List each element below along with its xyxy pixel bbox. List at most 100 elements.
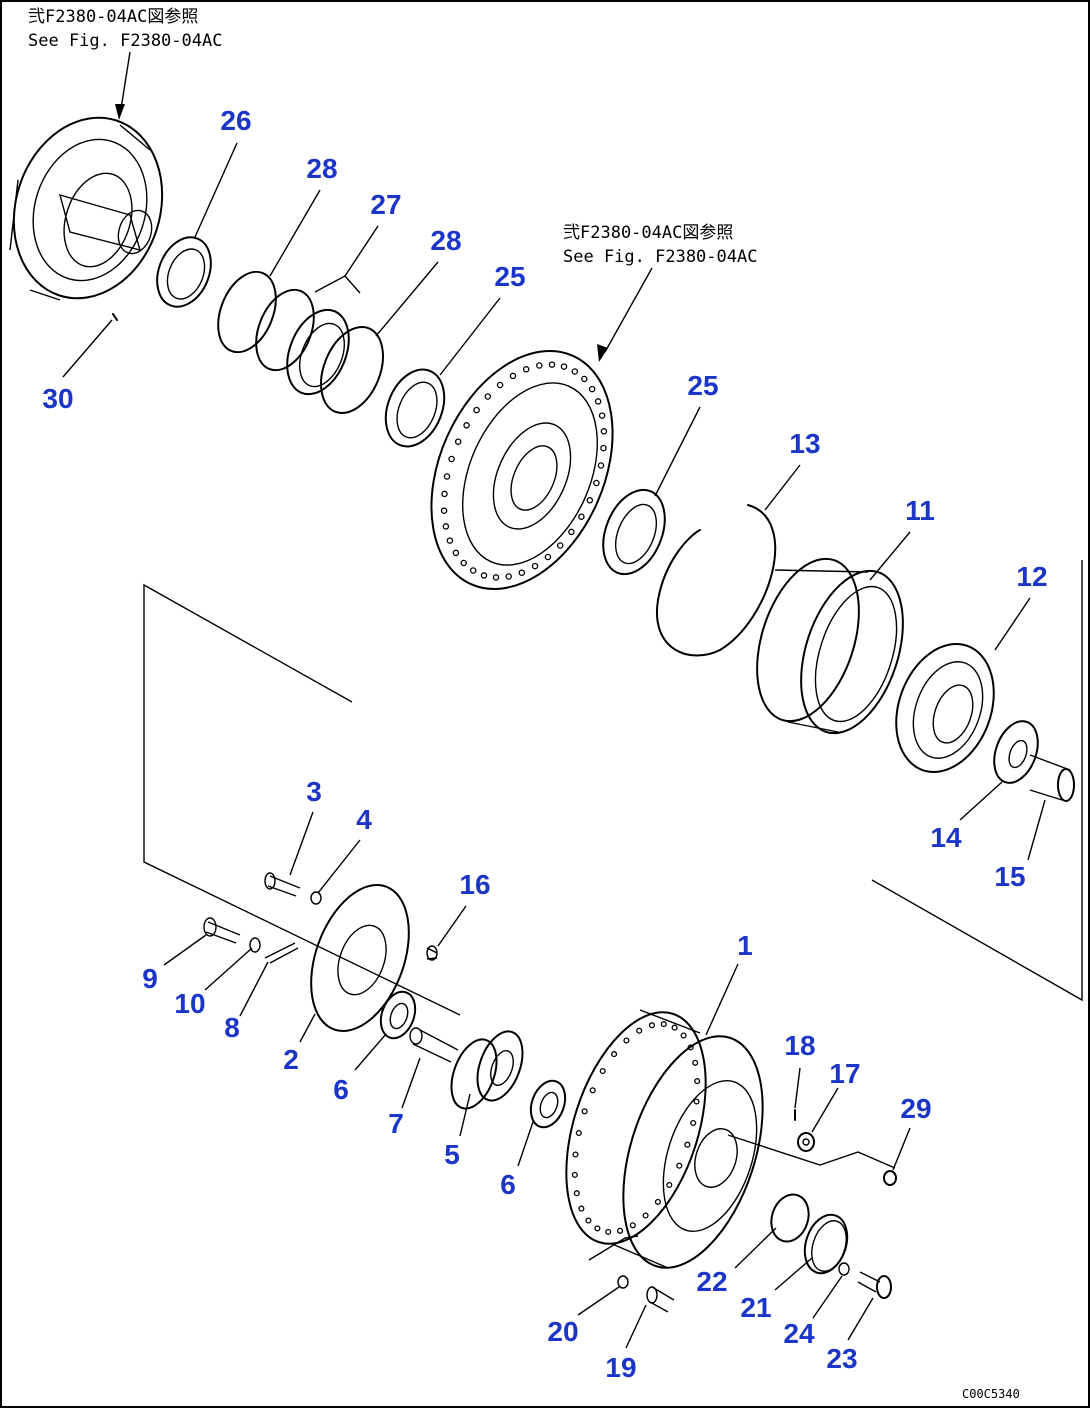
ref-note-top-en: See Fig. F2380-04AC bbox=[28, 31, 222, 51]
housing-bolt-hole bbox=[692, 1059, 699, 1066]
housing-bolt-hole bbox=[572, 1151, 579, 1158]
housing-bolt-hole bbox=[694, 1078, 701, 1085]
housing-bolt-hole bbox=[636, 1027, 643, 1034]
disc-bolt-hole bbox=[588, 385, 596, 393]
ref-note-top-jp: 弐F2380-04AC図参照 bbox=[28, 7, 198, 27]
disc-bolt-hole bbox=[536, 362, 543, 369]
ref-arrow-top bbox=[115, 51, 131, 120]
ring-part-28-right bbox=[320, 325, 384, 415]
disc-bolt-hole bbox=[600, 428, 608, 435]
seal-part-26 bbox=[156, 236, 212, 308]
housing-bolt-hole bbox=[690, 1119, 697, 1127]
housing-bolt-hole bbox=[693, 1098, 700, 1105]
disc-bolt-hole bbox=[560, 363, 568, 370]
disc-bolt-hole bbox=[544, 553, 552, 561]
gasket-part-22 bbox=[770, 1193, 810, 1243]
label-part-1: 1 bbox=[737, 930, 753, 961]
hub-carrier-part-30 bbox=[9, 116, 164, 321]
housing-bolt-hole bbox=[571, 1171, 578, 1178]
disc-bolt-hole bbox=[446, 537, 454, 544]
disc-bolt-hole bbox=[522, 366, 530, 373]
disc-bolt-hole bbox=[505, 573, 512, 580]
disc-bolt-hole bbox=[463, 422, 470, 429]
label-part-5: 5 bbox=[444, 1139, 460, 1170]
housing-bolt-hole bbox=[687, 1044, 694, 1051]
housing-bolt-hole bbox=[573, 1190, 580, 1197]
ref-note-center-jp: 弐F2380-04AC図参照 bbox=[563, 223, 733, 243]
disc-bolt-hole bbox=[480, 572, 488, 579]
housing-bolt-hole bbox=[648, 1022, 655, 1029]
leader-lines bbox=[62, 142, 1046, 1349]
label-part-14: 14 bbox=[930, 822, 962, 853]
ring-part-28-left bbox=[217, 270, 277, 354]
disc-bolt-hole bbox=[593, 479, 600, 487]
disc-bolt-hole bbox=[492, 574, 500, 581]
bushing-part-27 bbox=[255, 288, 350, 396]
label-part-9: 9 bbox=[142, 963, 158, 994]
housing-bolt-hole bbox=[666, 1181, 673, 1189]
washer-part-20 bbox=[617, 1275, 629, 1289]
label-part-4: 4 bbox=[356, 804, 372, 835]
housing-bolt-hole bbox=[684, 1141, 691, 1148]
disc-bolt-hole bbox=[531, 562, 539, 570]
label-part-6-right: 6 bbox=[500, 1169, 516, 1200]
label-part-27: 27 bbox=[370, 189, 401, 220]
housing-bolt-hole bbox=[654, 1198, 661, 1205]
disc-bolt-hole bbox=[594, 398, 602, 405]
label-part-15: 15 bbox=[994, 861, 1025, 892]
housing-bolt-hole bbox=[680, 1032, 687, 1039]
housing-bolt-hole bbox=[581, 1108, 588, 1115]
brake-disc-referenced bbox=[430, 350, 614, 590]
housing-bolt-hole bbox=[589, 1087, 596, 1094]
label-part-17: 17 bbox=[829, 1058, 860, 1089]
bolt-part-3 bbox=[264, 872, 301, 897]
pin-part-16 bbox=[426, 945, 438, 961]
housing-bolt-hole bbox=[629, 1222, 636, 1229]
housing-bolt-hole bbox=[676, 1162, 683, 1169]
washer-part-4 bbox=[310, 891, 322, 905]
disc-bolt-hole bbox=[548, 361, 556, 368]
label-part-16: 16 bbox=[459, 869, 490, 900]
label-part-6-left: 6 bbox=[333, 1074, 349, 1105]
bearing-part-6-right bbox=[529, 1079, 567, 1129]
disc-bolt-hole bbox=[460, 559, 467, 567]
housing-bolt-hole bbox=[611, 1051, 618, 1058]
disc-bolt-hole bbox=[442, 523, 450, 530]
label-part-23: 23 bbox=[826, 1343, 857, 1374]
bolt-part-19 bbox=[646, 1286, 675, 1313]
plug-part-17 bbox=[797, 1132, 815, 1152]
label-part-7: 7 bbox=[388, 1108, 404, 1139]
label-part-19: 19 bbox=[605, 1352, 636, 1383]
assembly-boundary-lines bbox=[143, 560, 1083, 1261]
disc-bolt-hole bbox=[484, 393, 492, 400]
disc-bolt-hole bbox=[571, 368, 579, 375]
disc-bolt-hole bbox=[568, 528, 575, 536]
disc-bolt-hole bbox=[578, 513, 585, 520]
washer-part-24 bbox=[838, 1262, 850, 1276]
label-part-25-upper: 25 bbox=[494, 261, 525, 292]
housing-bolt-hole bbox=[585, 1217, 592, 1224]
label-part-12: 12 bbox=[1016, 561, 1047, 592]
carrier-plate-part-2 bbox=[310, 884, 410, 1032]
part-number-labels: 26 28 27 28 25 30 25 13 11 12 14 15 3 4 … bbox=[42, 105, 1047, 1383]
housing-bolt-hole bbox=[575, 1129, 582, 1137]
thrust-plate-part-14 bbox=[993, 720, 1039, 784]
housing-bolt-hole bbox=[578, 1205, 585, 1212]
label-part-21: 21 bbox=[740, 1292, 771, 1323]
label-part-11: 11 bbox=[905, 495, 935, 526]
disc-bolt-hole bbox=[473, 406, 480, 414]
shaft-part-7 bbox=[409, 1027, 459, 1063]
bolt-part-23 bbox=[857, 1271, 892, 1299]
housing-part-1 bbox=[565, 1009, 764, 1269]
label-part-29: 29 bbox=[900, 1093, 931, 1124]
snap-ring-part-13 bbox=[655, 504, 777, 657]
ref-note-center-en: See Fig. F2380-04AC bbox=[563, 247, 757, 267]
cover-part-21 bbox=[803, 1213, 849, 1275]
plug-part-29 bbox=[883, 1170, 897, 1186]
bearing-part-25-lower bbox=[602, 488, 666, 576]
label-part-10: 10 bbox=[174, 988, 205, 1019]
disc-bolt-hole bbox=[448, 455, 455, 463]
disc-bolt-hole bbox=[440, 507, 448, 514]
